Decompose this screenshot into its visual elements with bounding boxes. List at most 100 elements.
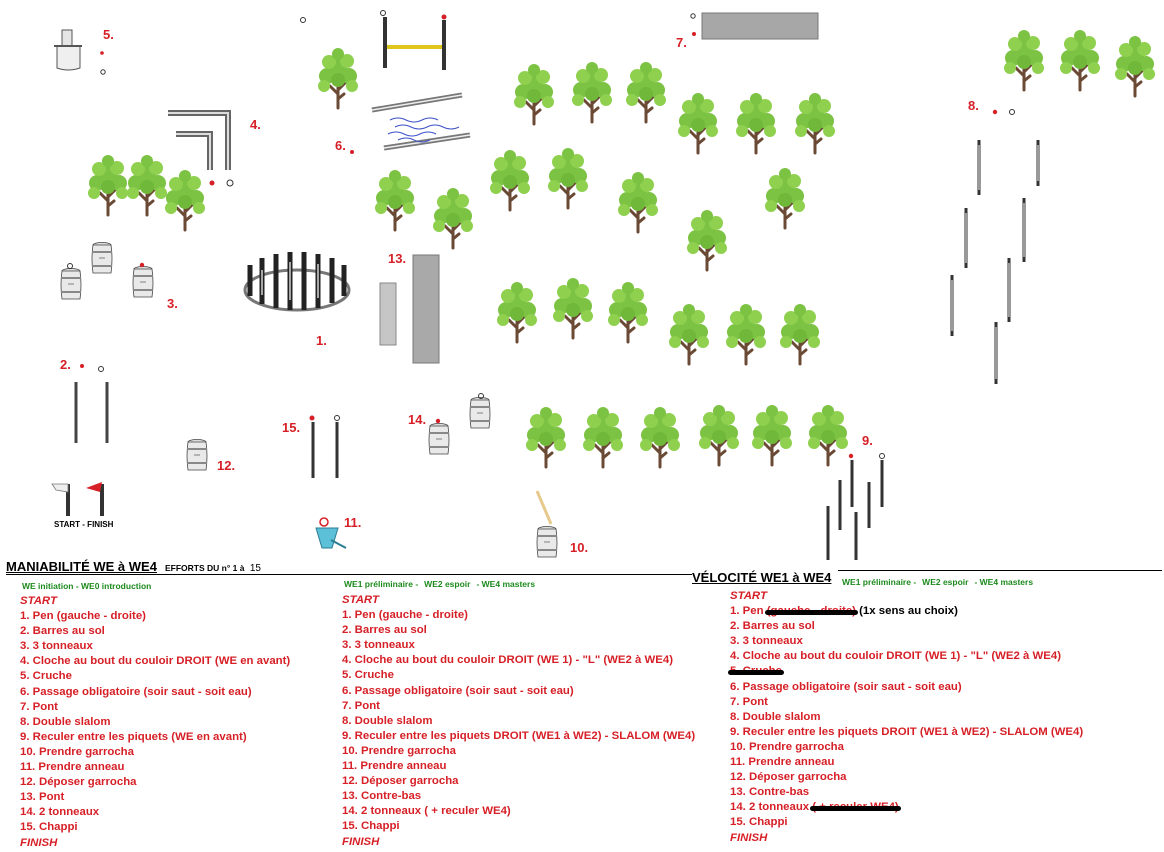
start-finish-caption: START - FINISH bbox=[54, 520, 114, 529]
list-item: 9. Reculer entre les piquets (WE en avan… bbox=[20, 730, 247, 743]
list-item: 10. Prendre garrocha bbox=[20, 745, 134, 758]
struck-text: 5. Cruche bbox=[728, 664, 784, 679]
station-label-12: 12. bbox=[217, 458, 236, 473]
list-item: 2. Barres au sol bbox=[20, 625, 105, 638]
station-label-13: 13. bbox=[388, 251, 407, 266]
list-item: 15. Chappi bbox=[342, 820, 400, 833]
list-item: 5. Cruche bbox=[728, 664, 1083, 679]
levels-we0: WE initiation - WE0 introduction bbox=[22, 581, 152, 591]
station-label-5: 5. bbox=[103, 27, 114, 42]
list-item: 3. 3 tonneaux bbox=[730, 635, 803, 648]
list-item: 12. Déposer garrocha bbox=[342, 775, 459, 788]
list-item: 2. Barres au sol bbox=[342, 624, 427, 637]
velocite-list: START 1. Pen (gauche - droite) (1x sens … bbox=[728, 589, 1084, 846]
list-item: 13. Contre-bas bbox=[730, 786, 810, 799]
levels-we1-we4-velocite: WE1 préliminaire -WE2 espoir- WE4 master… bbox=[842, 577, 1034, 587]
list-item: START bbox=[20, 595, 57, 607]
list-item: 6. Passage obligatoire (soir saut - soit… bbox=[342, 684, 574, 697]
tree-group-top bbox=[316, 46, 360, 110]
maniabilite-title: MANIABILITÉ WE à WE4 bbox=[6, 559, 157, 574]
struck-text: (gauche - droite) bbox=[764, 604, 859, 619]
jug-icon bbox=[54, 29, 106, 75]
garrocha-barrel-icon bbox=[535, 490, 558, 558]
list-item: 5. Cruche bbox=[342, 669, 394, 682]
station-label-9: 9. bbox=[862, 433, 873, 448]
levels-we1-we4-maniabilite: WE1 préliminaire -WE2 espoir- WE4 master… bbox=[344, 579, 536, 589]
list-item: START bbox=[730, 590, 767, 602]
struck-text: ( + reculer WE4) bbox=[810, 800, 902, 815]
corridor-l-icon bbox=[168, 110, 234, 187]
station-label-2: 2. bbox=[60, 357, 71, 372]
station-label-3: 3. bbox=[167, 296, 178, 311]
list-item: 11. Prendre anneau bbox=[20, 761, 125, 774]
list-item: 2. Barres au sol bbox=[730, 620, 815, 633]
course-map bbox=[51, 10, 1157, 560]
tree-group-center-left bbox=[373, 168, 475, 250]
station-label-4: 4. bbox=[250, 117, 261, 132]
list-item: 14. 2 tonneaux ( + reculer WE4) bbox=[730, 800, 1083, 815]
list-item: 1. Pen (gauche - droite) bbox=[20, 610, 146, 623]
ring-holder-icon bbox=[315, 517, 347, 549]
tree-group-top-right bbox=[1002, 28, 1157, 98]
efforts-subtitle: EFFORTS DU n° 1 à 15 bbox=[165, 563, 261, 574]
list-item: 7. Pont bbox=[730, 695, 768, 708]
station-label-1: 1. bbox=[316, 333, 327, 348]
pen-enclosure-icon bbox=[243, 252, 351, 312]
list-item: 13. Pont bbox=[20, 791, 65, 804]
reverse-poles-icon bbox=[826, 453, 885, 560]
list-item: 11. Prendre anneau bbox=[342, 760, 447, 773]
list-item: 8. Double slalom bbox=[342, 714, 433, 727]
list-item: 14. 2 tonneaux ( + reculer WE4) bbox=[342, 805, 511, 818]
list-item: 13. Contre-bas bbox=[342, 790, 422, 803]
list-item: 8. Double slalom bbox=[20, 715, 111, 728]
list-item: 15. Chappi bbox=[730, 816, 788, 829]
list-item: 8. Double slalom bbox=[730, 710, 821, 723]
tree-group-left bbox=[86, 153, 207, 232]
station-label-6: 6. bbox=[335, 138, 346, 153]
chappi-poles-icon bbox=[309, 415, 340, 478]
barrel-12-icon bbox=[186, 438, 208, 471]
list-item: 4. Cloche au bout du couloir DROIT (WE 1… bbox=[730, 650, 1062, 663]
list-item: 9. Reculer entre les piquets DROIT (WE1 … bbox=[342, 729, 696, 742]
three-barrels-icon bbox=[60, 241, 154, 300]
list-item: 12. Déposer garrocha bbox=[730, 771, 847, 784]
maniabilite-we1-list: START 1. Pen (gauche - droite) 2. Barres… bbox=[342, 593, 695, 850]
station-label-14: 14. bbox=[408, 412, 427, 427]
list-item: FINISH bbox=[20, 836, 58, 849]
list-item: 11. Prendre anneau bbox=[730, 756, 835, 769]
double-slalom-poles-icon bbox=[950, 109, 1040, 384]
list-item: 15. Chappi bbox=[20, 821, 78, 834]
bridge-top-icon bbox=[690, 12, 819, 40]
start-finish-posts-icon bbox=[51, 482, 104, 516]
bridge-vertical-icon bbox=[379, 254, 440, 364]
section-divider-right bbox=[838, 570, 1162, 571]
list-item: START bbox=[342, 594, 379, 606]
list-item: 3. 3 tonneaux bbox=[342, 639, 415, 652]
station-label-11: 11. bbox=[344, 515, 362, 530]
two-barrels-icon bbox=[428, 393, 491, 455]
list-item: 1. Pen (gauche - droite) bbox=[342, 609, 468, 622]
list-item: 3. 3 tonneaux bbox=[20, 640, 93, 653]
list-item: 6. Passage obligatoire (soir saut - soit… bbox=[20, 685, 252, 698]
list-item: FINISH bbox=[730, 831, 768, 844]
water-passage-icon bbox=[350, 92, 471, 154]
list-item: 6. Passage obligatoire (soir saut - soit… bbox=[730, 680, 962, 693]
maniabilite-we0-list: START 1. Pen (gauche - droite) 2. Barres… bbox=[20, 594, 290, 851]
list-item: 1. Pen (gauche - droite) (1x sens au cho… bbox=[730, 604, 1083, 619]
station-label-7: 7. bbox=[676, 35, 687, 50]
list-item: 4. Cloche au bout du couloir DROIT (WE e… bbox=[20, 655, 291, 668]
list-item: 7. Pont bbox=[20, 700, 58, 713]
tree-group-forest bbox=[488, 60, 850, 469]
list-item: 10. Prendre garrocha bbox=[730, 740, 844, 753]
ground-bars-icon bbox=[74, 364, 109, 443]
list-item: 10. Prendre garrocha bbox=[342, 744, 456, 757]
list-item: 9. Reculer entre les piquets DROIT (WE1 … bbox=[730, 725, 1084, 738]
list-item: 5. Cruche bbox=[20, 670, 72, 683]
jump-bar-icon bbox=[300, 10, 447, 70]
station-label-10: 10. bbox=[570, 540, 589, 555]
station-label-8: 8. bbox=[968, 98, 979, 113]
list-item: 7. Pont bbox=[342, 699, 380, 712]
list-item: 4. Cloche au bout du couloir DROIT (WE 1… bbox=[342, 654, 674, 667]
list-item: 14. 2 tonneaux bbox=[20, 806, 100, 819]
velocite-title: VÉLOCITÉ WE1 à WE4 bbox=[692, 570, 832, 585]
